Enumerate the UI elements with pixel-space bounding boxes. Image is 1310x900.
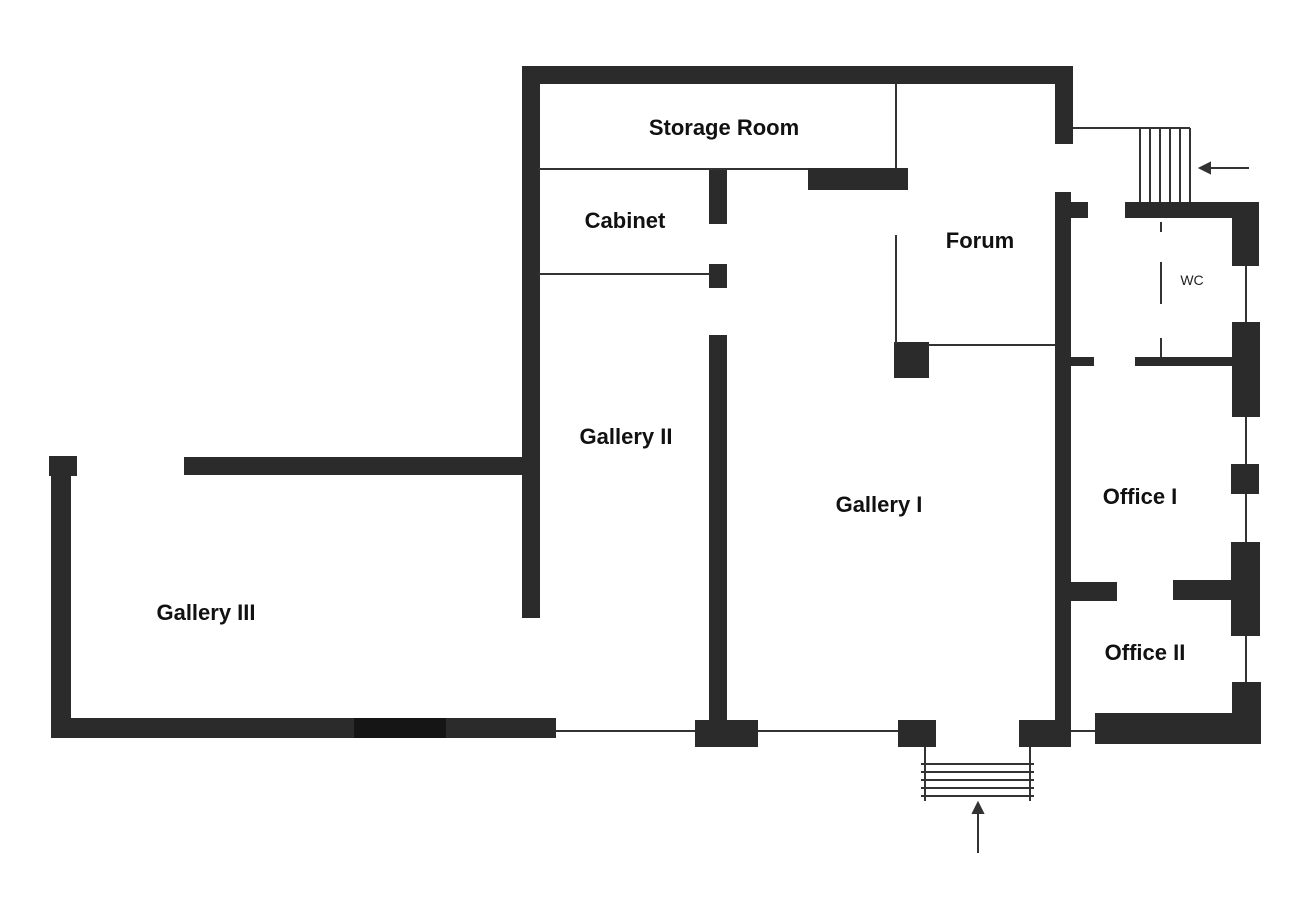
room-label-office-2: Office II — [1105, 640, 1186, 665]
wall-office-corner-top — [1232, 202, 1259, 266]
wall-gallery-divider — [709, 335, 727, 730]
wall-office-top — [1125, 202, 1259, 218]
room-label-gallery-2: Gallery II — [580, 424, 673, 449]
wall-gallery3-bottom — [51, 718, 556, 738]
room-label-office-1: Office I — [1103, 484, 1178, 509]
wall-wc-divider-right — [1135, 357, 1235, 366]
wall-office-divider-left — [1055, 582, 1117, 601]
room-labels: Storage Room Cabinet Forum WC Gallery II… — [156, 115, 1203, 665]
wall-bottom-block-1 — [695, 720, 758, 747]
wall-bottom-block-3 — [1019, 720, 1071, 747]
room-label-forum: Forum — [946, 228, 1014, 253]
room-label-gallery-3: Gallery III — [156, 600, 255, 625]
stairs-icon — [921, 747, 1034, 801]
wall-office-right-2 — [1231, 464, 1259, 494]
room-label-gallery-1: Gallery I — [836, 492, 923, 517]
wall-wc-divider-left — [1068, 357, 1094, 366]
wall-office-right-1 — [1232, 322, 1260, 417]
wall-top — [522, 66, 1072, 84]
wall-office-divider-right — [1173, 580, 1235, 600]
arrow-up-icon — [971, 800, 985, 853]
wall-storage-block — [808, 168, 908, 190]
room-label-wc: WC — [1180, 272, 1203, 288]
wall-bottom-block-2 — [898, 720, 936, 747]
wall-office-bottom — [1095, 713, 1261, 744]
wall-main-right-lower — [1055, 192, 1071, 746]
wall-main-right-upper — [1055, 66, 1073, 144]
wall-gallery3-top — [184, 457, 529, 475]
stairs-icon — [1139, 128, 1191, 202]
wall-gallery3-left — [51, 456, 71, 738]
arrow-left-icon — [1197, 161, 1249, 175]
wall-main-left — [522, 66, 540, 618]
wall-cabinet-post-1 — [709, 170, 727, 224]
wall-forum-corner — [894, 342, 929, 378]
walls — [49, 66, 1261, 747]
wall-cabinet-post-2 — [709, 264, 727, 288]
room-label-storage-room: Storage Room — [649, 115, 799, 140]
wall-gallery3-bottom-dark — [354, 718, 446, 738]
wall-office-right-3 — [1231, 542, 1260, 636]
room-label-cabinet: Cabinet — [585, 208, 666, 233]
wall-stub-upper-right — [1068, 202, 1088, 218]
partitions — [538, 84, 1247, 732]
